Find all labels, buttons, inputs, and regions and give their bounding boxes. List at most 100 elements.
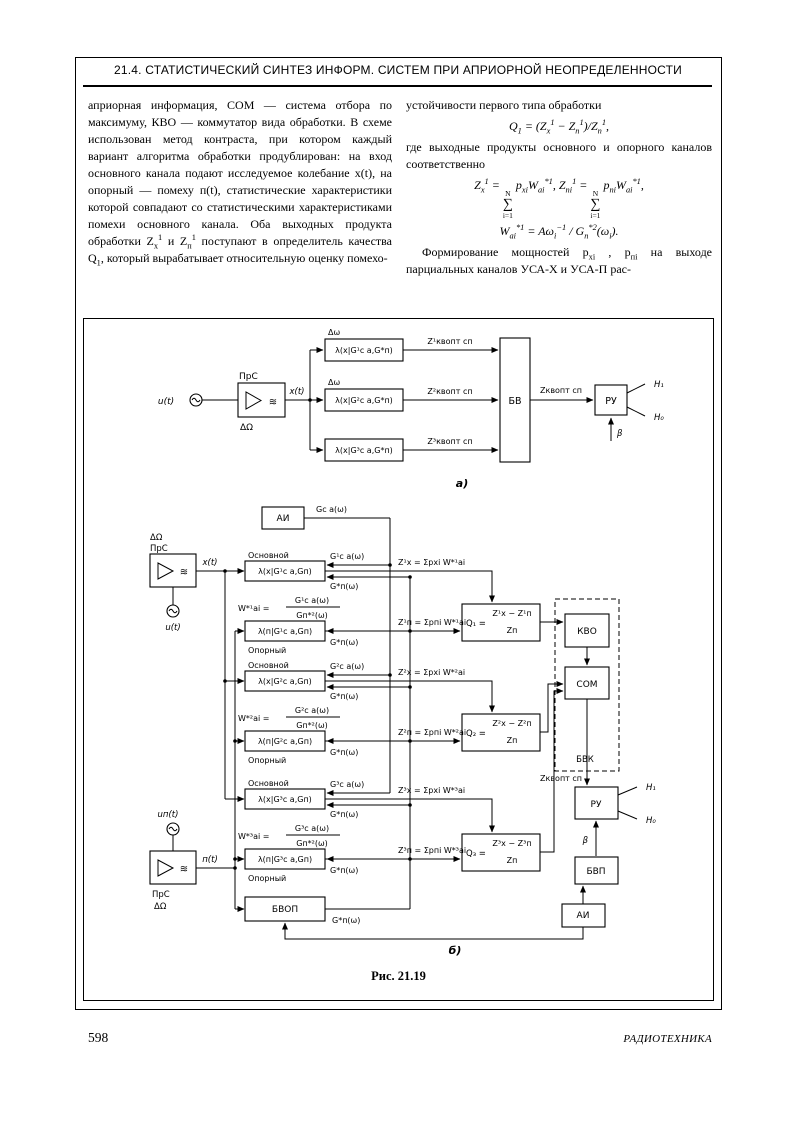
label-g-top: Gс а(ω): [316, 505, 347, 514]
q2-denominator: Zп: [507, 736, 518, 745]
block-som: [564, 666, 610, 700]
block-ch2-ref-label: λ(п|G²с а,Gп): [258, 737, 312, 746]
q2-prefix: Q₂ =: [466, 729, 486, 739]
block-q2: [461, 713, 541, 752]
formula-q1: Q1 = (Zx1 − Zп1)/Zп1,: [508, 118, 610, 136]
label-delta-omega: ΔΩ: [240, 423, 253, 433]
label-gn-out: G*п(ω): [332, 916, 360, 925]
label-ref2: Опорный: [248, 756, 286, 765]
label-beta: β: [616, 429, 623, 439]
q1-prefix: Q₁ =: [466, 619, 486, 629]
block-bvop-label: БВОП: [272, 905, 298, 915]
block-lambda1-a: [324, 338, 404, 362]
label-g2: G²с а(ω): [330, 662, 364, 671]
header-rule: [83, 85, 712, 87]
w3-prefix: W*³аi =: [238, 832, 270, 841]
block-som-label: СОМ: [576, 680, 597, 690]
block-ru-b-label: РУ: [591, 800, 602, 810]
block-prs-a: ≋: [237, 382, 286, 418]
block-ru-b: [574, 786, 619, 820]
body-paragraph: Формирование мощностей pxi , pпi на выхо…: [406, 245, 712, 276]
filter-icon: ≋: [269, 397, 277, 408]
figure-caption: Рис. 21.19: [371, 969, 426, 983]
block-bvp-label: БВП: [586, 867, 605, 877]
block-q3: [461, 833, 541, 872]
block-lambda1-label: λ(x|G¹с а,G*п): [335, 346, 393, 355]
q1-numerator: Z¹x − Z¹п: [492, 609, 531, 618]
label-gn1-ref: G*п(ω): [330, 638, 358, 647]
block-bv-label: БВ: [508, 396, 521, 407]
label-n: п(t): [202, 855, 218, 865]
w1-numerator: G¹с а(ω): [295, 596, 329, 605]
block-ch3-main-label: λ(x|G³с а,Gп): [258, 795, 312, 804]
label-g3: G³с а(ω): [330, 780, 364, 789]
running-head: 21.4. СТАТИСТИЧЕСКИЙ СИНТЕЗ ИНФОРМ. СИСТ…: [114, 63, 682, 77]
label-h0: H₀: [654, 413, 664, 423]
block-lambda3-a: [324, 438, 404, 462]
w1-denominator: Gп*²(ω): [296, 611, 328, 620]
label-u: u(t): [165, 623, 180, 633]
amplifier-icon: [157, 859, 175, 877]
q3-denominator: Zп: [507, 856, 518, 865]
q2-numerator: Z²x − Z²п: [492, 719, 531, 728]
junction-dot: [308, 398, 312, 402]
q3-numerator: Z³x − Z³п: [492, 839, 531, 848]
block-ch3-main: [244, 788, 326, 810]
connector-lines-a: [202, 347, 646, 453]
w2-prefix: W*²аi =: [238, 714, 270, 723]
left-column: априорная информация, СОМ — система отбо…: [88, 97, 392, 267]
label-z1: Z¹квопт сп: [427, 337, 472, 346]
label-zk: Zквопт сп: [540, 386, 582, 395]
label-g1: G¹с а(ω): [330, 552, 364, 561]
subfigure-a-label: а): [456, 477, 468, 490]
label-main2: Основной: [248, 661, 289, 670]
signal-source-u-icon: [166, 604, 180, 618]
body-paragraph: априорная информация, СОМ — система отбо…: [88, 98, 392, 268]
block-ru-label: РУ: [605, 396, 617, 407]
block-ch1-main: [244, 560, 326, 582]
label-zk-b: Zквопт сп: [540, 774, 582, 783]
block-ch2-ref: [244, 730, 326, 752]
label-x: x(t): [289, 387, 305, 397]
label-z3: Z³квопт сп: [427, 437, 472, 446]
label-gn2-ref: G*п(ω): [330, 748, 358, 757]
formula-sums: Zx1 = N∑i=1 pxiWаi*1, Zпi1 = N∑i=1 pпiWа…: [474, 177, 644, 220]
block-lambda3-label: λ(x|G³с а,G*п): [335, 446, 393, 455]
diagram-b: ≋ ≋: [149, 505, 656, 957]
label-delta-omega1: ΔΩ: [150, 533, 163, 543]
label-u: u(t): [158, 397, 174, 407]
w3-numerator: G³с а(ω): [295, 824, 329, 833]
label-delta-omega2: ΔΩ: [154, 902, 167, 912]
label-un: uп(t): [158, 810, 179, 820]
junction-dots: [223, 563, 412, 870]
amplifier-icon: [157, 562, 175, 580]
block-ch3-ref: [244, 848, 326, 870]
label-h0-b: H₀: [646, 816, 656, 826]
label-beta-b: β: [582, 836, 589, 846]
block-ch1-main-label: λ(x|G¹с а,Gп): [258, 567, 312, 576]
label-z1n: Z¹п = Σpпi W*¹аi: [398, 618, 466, 627]
w3-denominator: Gп*²(ω): [296, 839, 328, 848]
label-gn1: G*п(ω): [330, 582, 358, 591]
filter-icon: ≋: [180, 864, 188, 875]
block-ch1-ref-label: λ(п|G¹с а,Gп): [258, 627, 312, 636]
body-paragraph: устойчивости первого типа обработки: [406, 98, 602, 112]
block-kvo: [564, 613, 610, 648]
label-ref3: Опорный: [248, 874, 286, 883]
label-z2n: Z²п = Σpпi W*²аi: [398, 728, 466, 737]
diagram-a: ≋ u(t) ПрС ΔΩ x(t) Δω Δω λ(x|G¹с а,G*п) …: [158, 329, 665, 490]
label-z2x: Z²x = Σpxi W*²аi: [398, 668, 465, 677]
page-number: 598: [88, 1030, 109, 1045]
signal-source-un-icon: [166, 822, 180, 836]
block-bvk-label: БВК: [576, 755, 594, 765]
label-main3: Основной: [248, 779, 289, 788]
block-ai-bottom-label: АИ: [577, 911, 590, 921]
formula-w: Wаi*1 = Aωi−1 / Gп*2(ωi).: [499, 223, 619, 241]
label-z2: Z²квопт сп: [427, 387, 472, 396]
label-z3x: Z³x = Σpxi W*³аi: [398, 786, 465, 795]
label-gn3-ref: G*п(ω): [330, 866, 358, 875]
label-main1: Основной: [248, 551, 289, 560]
block-bvk-dashed: [554, 598, 620, 772]
page-frame: [75, 57, 722, 1010]
block-bv: [499, 337, 531, 463]
